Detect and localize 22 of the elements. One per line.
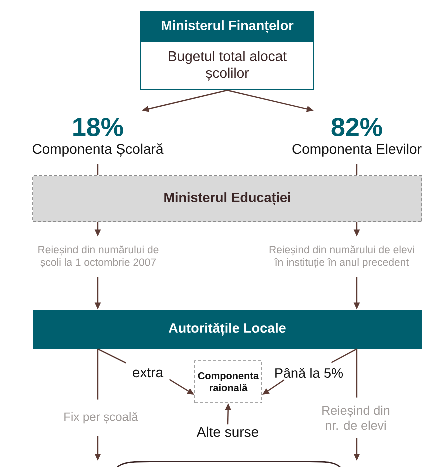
banner-bar: Autoritățile Locale [33,310,422,349]
component-label: Componenta Elevilor [292,144,422,157]
label-text: Alte surse [196,426,258,438]
description-text: Fix per școală [64,412,138,424]
connector-line [356,349,358,398]
dashed-box: Componenta raională [194,360,262,404]
connector-line [97,349,99,400]
connector-line [97,164,99,176]
process-box: Ministerul Finanțelor Bugetul total alocat școlilor [140,12,314,90]
label-text: extra [133,368,164,378]
header-band: Ministerul Finanțelor [141,12,314,42]
percentage-value: 18% [74,118,124,136]
description-text: Reieșind din numărului de elevi în instituție în anul precedent [270,246,414,268]
label-text: Până la 5% [276,368,344,378]
description-text: Reieșind din nr. de elevi [322,406,390,430]
dashed-box: Ministerul Educației [32,176,422,222]
percentage-value: 82% [332,118,382,136]
connector-line [98,348,126,364]
description-text: Reieșind din numărului de școli la 1 octombrie 2007 [38,246,159,268]
connector-line [356,164,358,176]
connector-line [331,348,358,364]
component-label: Componenta Școlară [32,144,164,157]
